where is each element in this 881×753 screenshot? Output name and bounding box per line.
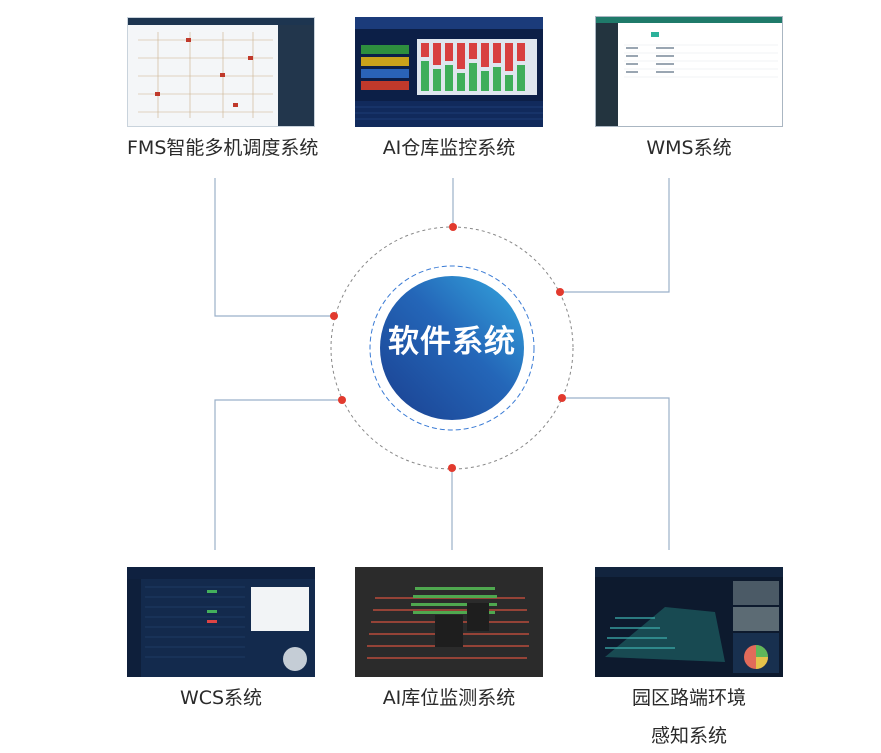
caption-park-line2: 感知系统 [650,725,727,747]
dot-park [558,394,566,402]
caption-fms: FMS智能多机调度系统 [127,137,319,159]
dot-wcs [338,396,346,404]
inner-ring [369,265,535,431]
wire-wcs [214,399,342,550]
caption-wms: WMS系统 [646,137,732,159]
park-perception-screenshot [595,567,783,677]
wire-park [562,397,670,550]
dot-wms [556,288,564,296]
caption-ai-warehouse: AI仓库监控系统 [382,137,516,159]
dot-ai-location [448,464,456,472]
dot-fms [330,312,338,320]
wcs-screenshot [127,567,315,677]
ai-location-screenshot [355,567,543,677]
caption-ai-location: AI库位监测系统 [382,687,516,709]
ai-warehouse-screenshot [355,17,543,127]
caption-wcs: WCS系统 [179,687,263,709]
hub-circle [380,276,524,420]
hub-title: 软件系统 [388,324,516,360]
wire-wms [560,178,670,293]
wire-fms [214,178,334,317]
caption-park-line1: 园区路端环境 [631,687,746,709]
fms-screenshot [127,17,315,127]
outer-ring [330,226,574,470]
wms-screenshot [595,16,783,127]
dot-ai-warehouse [449,223,457,231]
